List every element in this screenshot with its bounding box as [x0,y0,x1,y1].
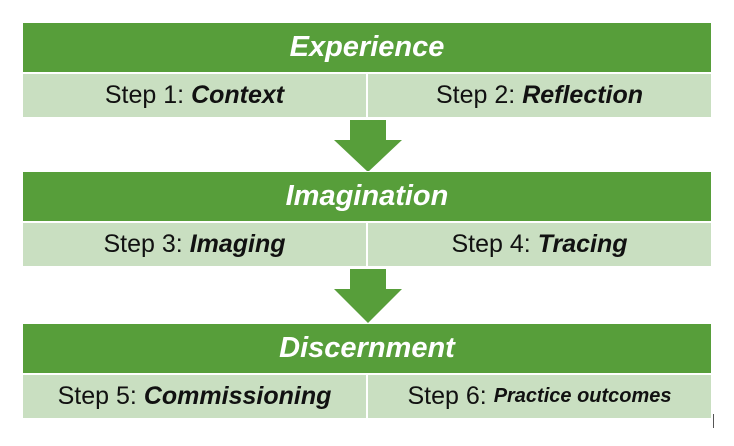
step-label: Step 3: [103,230,183,258]
arrow-down-icon [332,120,404,172]
section-imagination: Imagination Step 3: Imaging Step 4: Trac… [22,171,712,267]
step-4: Step 4: Tracing [367,222,712,267]
step-name: Commissioning [143,382,332,410]
step-label: Step 2: [435,81,516,109]
section-title: Experience [22,22,712,73]
step-name: Imaging [189,230,286,258]
section-experience: Experience Step 1: Context Step 2: Refle… [22,22,712,118]
section-discernment: Discernment Step 5: Commissioning Step 6… [22,323,712,419]
steps-row: Step 1: Context Step 2: Reflection [22,73,712,118]
step-name: Reflection [522,81,644,109]
step-6: Step 6: Practice outcomes [367,374,712,419]
step-2: Step 2: Reflection [367,73,712,118]
divider-mark [713,414,714,428]
step-3: Step 3: Imaging [22,222,367,267]
steps-row: Step 5: Commissioning Step 6: Practice o… [22,374,712,419]
step-name: Tracing [537,230,628,258]
section-title: Imagination [22,171,712,222]
step-label: Step 4: [451,230,531,258]
step-label: Step 6: [407,382,487,410]
step-1: Step 1: Context [22,73,367,118]
section-title: Discernment [22,323,712,374]
step-name: Practice outcomes [493,385,672,407]
step-name: Context [191,81,285,109]
step-label: Step 5: [57,382,137,410]
step-label: Step 1: [104,81,185,109]
steps-row: Step 3: Imaging Step 4: Tracing [22,222,712,267]
arrow-down-icon [332,269,404,323]
step-5: Step 5: Commissioning [22,374,367,419]
